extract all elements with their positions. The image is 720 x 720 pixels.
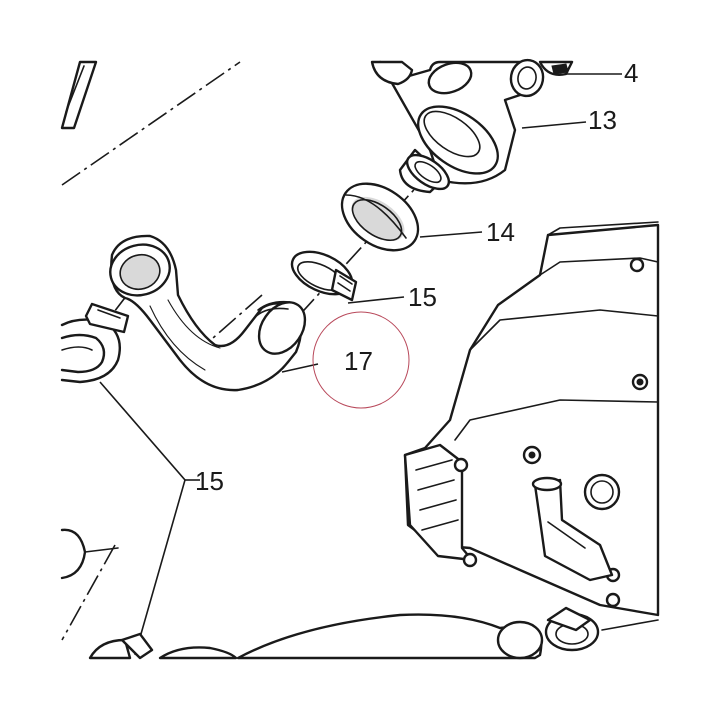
engine-cover <box>403 221 660 617</box>
seal-ring[interactable] <box>330 170 431 264</box>
callout-17[interactable]: 17 <box>344 346 373 376</box>
leader-lines <box>99 73 622 656</box>
callout-15-upper[interactable]: 15 <box>408 282 437 312</box>
cut-part-top-left <box>60 60 98 130</box>
thermostat-housing[interactable] <box>370 57 574 195</box>
coolant-hose[interactable] <box>105 234 315 392</box>
callout-13[interactable]: 13 <box>588 105 617 135</box>
callout-15-lower[interactable]: 15 <box>195 466 224 496</box>
hose-clamp-left[interactable] <box>60 302 130 384</box>
callout-labels: 4 13 14 15 17 15 <box>195 58 638 496</box>
bottom-parts <box>60 528 659 660</box>
callout-4[interactable]: 4 <box>624 58 638 88</box>
hose-clamp-upper[interactable] <box>285 243 358 303</box>
callout-14[interactable]: 14 <box>486 217 515 247</box>
highlight-circle <box>312 311 410 409</box>
